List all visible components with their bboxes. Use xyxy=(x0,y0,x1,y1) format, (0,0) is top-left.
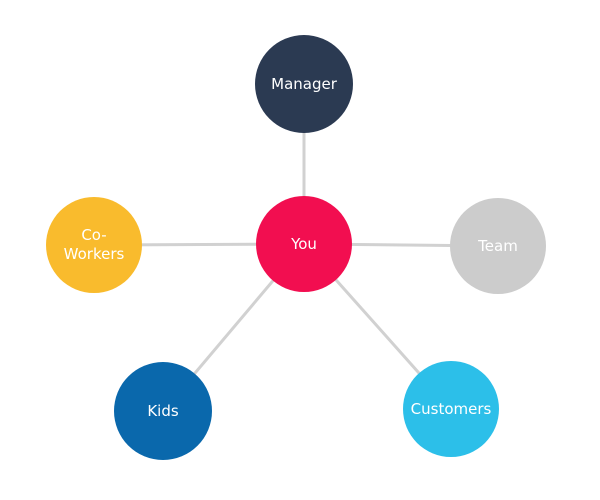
node-kids[interactable]: Kids xyxy=(114,362,212,460)
node-label-team: Team xyxy=(478,236,518,255)
node-label-you: You xyxy=(291,234,317,253)
node-label-manager: Manager xyxy=(271,74,337,93)
node-team[interactable]: Team xyxy=(450,198,546,294)
node-manager[interactable]: Manager xyxy=(255,35,353,133)
node-label-co-workers: Co-Workers xyxy=(63,226,125,263)
node-co-workers[interactable]: Co-Workers xyxy=(46,197,142,293)
node-you[interactable]: You xyxy=(256,196,352,292)
node-customers[interactable]: Customers xyxy=(403,361,499,457)
node-label-kids: Kids xyxy=(147,401,179,420)
node-label-customers: Customers xyxy=(410,399,492,418)
